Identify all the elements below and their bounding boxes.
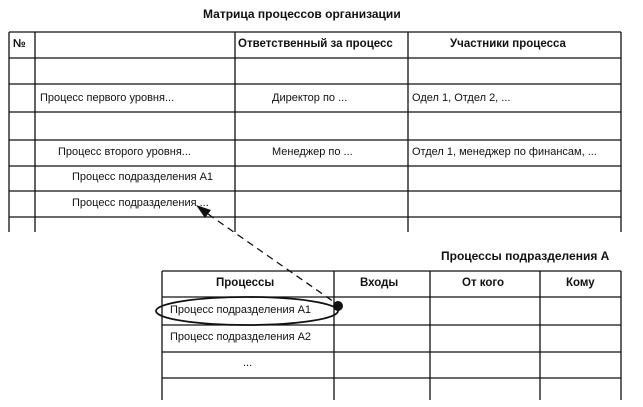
matrix-row-owner: Менеджер по ... bbox=[272, 146, 353, 158]
matrix-header-participants: Участники процесса bbox=[450, 38, 566, 50]
matrix-row-process: Процесс первого уровня... bbox=[40, 92, 175, 104]
unit-header-to: Кому bbox=[566, 277, 595, 289]
matrix-row-owner: Директор по ... bbox=[272, 92, 348, 104]
unit-header-from: От кого bbox=[462, 277, 505, 289]
matrix-row-process: Процесс подразделения ... bbox=[72, 197, 209, 209]
matrix-header-owner: Ответственный за процесс bbox=[238, 38, 393, 50]
matrix-title: Матрица процессов организации bbox=[203, 7, 401, 21]
unit-row-process: Процесс подразделения А2 bbox=[170, 331, 312, 343]
matrix-grid bbox=[8, 31, 622, 232]
unit-row-process: Процесс подразделения А1 bbox=[170, 304, 312, 316]
link-arrowhead bbox=[196, 205, 211, 218]
matrix-row-participants: Отдел 1, менеджер по финансам, ... bbox=[412, 146, 597, 158]
matrix-row-process: Процесс подразделения А1 bbox=[72, 171, 214, 183]
link-dashed-line bbox=[207, 213, 335, 303]
unit-row-process: ... bbox=[243, 357, 253, 369]
unit-header-inputs: Входы bbox=[360, 277, 399, 289]
matrix-row-participants: Одел 1, Отдел 2, ... bbox=[412, 92, 511, 104]
matrix-row-process: Процесс второго уровня... bbox=[58, 146, 191, 158]
unit-table-title: Процессы подразделения А bbox=[441, 249, 610, 263]
highlight-ellipse bbox=[155, 296, 339, 326]
matrix-header-number: № bbox=[13, 38, 26, 50]
unit-header-processes: Процессы bbox=[216, 277, 275, 289]
